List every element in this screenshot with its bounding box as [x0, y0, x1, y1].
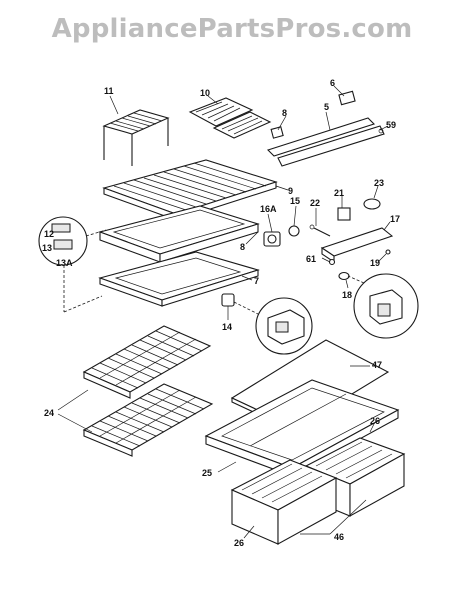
detail-thermostat-closeup	[233, 297, 313, 355]
callout-21: 21	[334, 188, 344, 198]
callout-15: 15	[290, 196, 300, 206]
callout-10: 10	[200, 88, 210, 98]
callout-6: 6	[330, 78, 335, 88]
callout-19: 19	[370, 258, 380, 268]
callout-8: 8	[240, 242, 245, 252]
part-lower-frame	[98, 251, 260, 307]
callout-24: 24	[44, 408, 54, 418]
part-wire-shelf-upper	[82, 325, 212, 399]
part-light-assembly	[263, 225, 300, 247]
part-ice-trays	[188, 97, 272, 139]
part-crisper-drawer-left	[230, 459, 338, 545]
callout-25: 25	[202, 468, 212, 478]
callout-7: 7	[254, 276, 259, 286]
callout-8-top: 8	[282, 108, 287, 118]
callout-17: 17	[390, 214, 400, 224]
part-small-fasteners	[328, 249, 391, 281]
part-top-bracket	[266, 90, 385, 167]
detail-bin-closeup	[38, 216, 107, 313]
callout-14: 14	[222, 322, 232, 332]
callout-12: 12	[44, 229, 54, 239]
part-control-housing	[309, 198, 394, 264]
callout-9: 9	[288, 186, 293, 196]
callout-18: 18	[342, 290, 352, 300]
callout-22: 22	[310, 198, 320, 208]
callout-5: 5	[324, 102, 329, 112]
part-freezer-panel	[98, 205, 260, 263]
callout-26-left: 26	[234, 538, 244, 548]
part-wire-rack	[102, 109, 170, 166]
callout-47: 47	[372, 360, 382, 370]
callout-26-right: 26	[370, 416, 380, 426]
leader-lines	[57, 85, 391, 539]
callout-16a: 16A	[260, 204, 277, 214]
callout-46: 46	[334, 532, 344, 542]
part-wire-shelf-lower	[82, 383, 214, 457]
callout-13a: 13A	[56, 258, 73, 268]
part-thermostat	[221, 293, 235, 307]
callout-labels: 11 10 6 5 8 59 9 8 7 14 16A 15 22 21 23 …	[42, 78, 400, 548]
watermark-text: AppliancePartsPros.com	[51, 14, 413, 44]
callout-23: 23	[374, 178, 384, 188]
callout-11: 11	[104, 86, 114, 96]
callout-13: 13	[42, 243, 52, 253]
callout-61: 61	[306, 254, 316, 264]
callout-59: 59	[386, 120, 396, 130]
detail-control-closeup	[347, 273, 419, 339]
